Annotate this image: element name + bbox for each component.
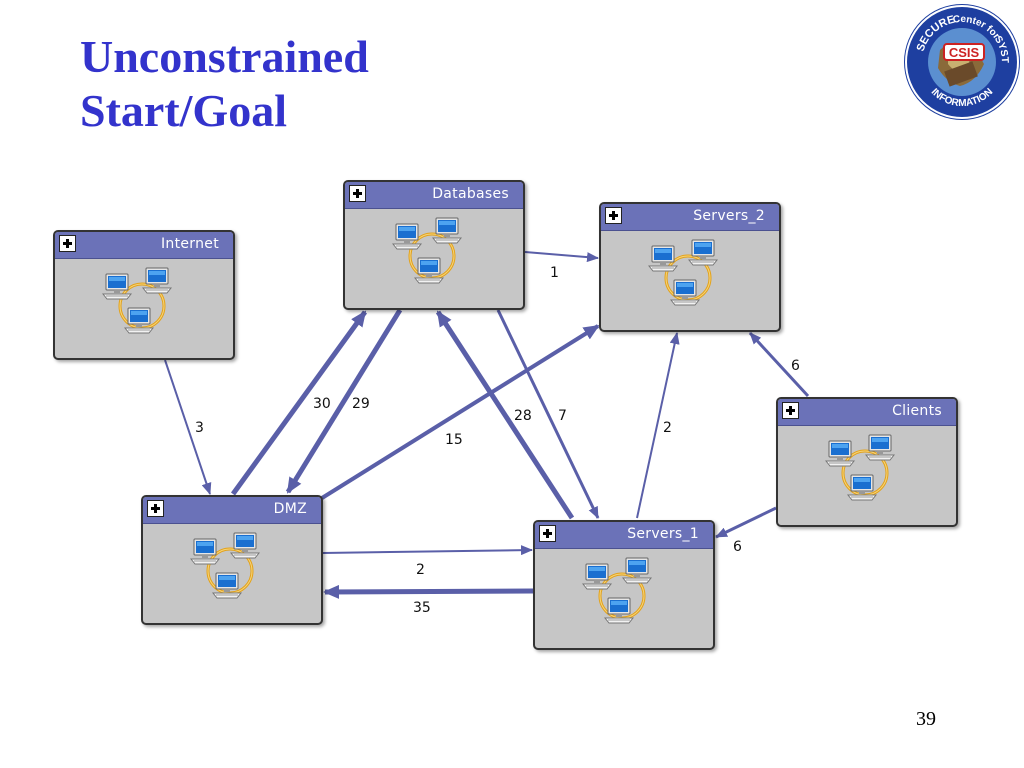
node-header: Servers_1 [535,522,713,549]
node-dmz[interactable]: DMZ [141,495,323,625]
node-label-servers1: Servers_1 [627,526,699,542]
network-icon [648,238,732,322]
page-number: 39 [916,708,936,730]
edge-label-dmz-servers1: 2 [416,562,425,578]
edge-label-servers1-servers2: 2 [663,420,672,436]
edge-databases-servers2 [524,251,599,263]
edge-label-internet-dmz: 3 [195,420,204,436]
network-icon [825,433,909,517]
node-header: Databases [345,182,523,209]
expand-icon[interactable] [147,500,164,517]
csis-logo: CSIS Center for SECURE SYSTEMS INFORMATI… [902,2,1020,120]
node-label-dmz: DMZ [273,501,307,517]
expand-icon[interactable] [59,235,76,252]
node-label-databases: Databases [432,186,509,202]
node-servers1[interactable]: Servers_1 [533,520,715,650]
edge-label-databases-servers1: 7 [558,408,567,424]
network-icon [190,531,274,615]
node-clients[interactable]: Clients [776,397,958,527]
edge-label-dmz-servers2: 15 [445,432,463,448]
slide-title-line-1: Unconstrained [80,31,369,82]
expand-icon[interactable] [782,402,799,419]
node-internet[interactable]: Internet [53,230,235,360]
expand-icon[interactable] [349,185,366,202]
edge-dmz-databases [230,310,368,496]
network-icon [392,216,476,300]
node-header: Internet [55,232,233,259]
logo-badge: CSIS [949,45,980,60]
expand-icon[interactable] [605,207,622,224]
node-header: DMZ [143,497,321,524]
edge-dmz-servers1 [322,545,533,556]
edge-servers1-databases [435,310,575,520]
edge-clients-servers2 [748,331,810,398]
node-label-internet: Internet [161,236,219,252]
slide-title-line-2: Start/Goal [80,85,287,136]
edge-servers1-dmz [323,584,534,599]
network-icon [102,266,186,350]
node-databases[interactable]: Databases [343,180,525,310]
slide-title: Unconstrained Start/Goal [80,30,369,138]
edge-clients-servers1 [715,506,777,539]
edge-label-servers1-dmz: 35 [413,600,431,616]
edge-label-dmz-databases: 30 [313,396,331,412]
edge-label-clients-servers1: 6 [733,539,742,555]
edge-label-clients-servers2: 6 [791,358,800,374]
edge-dmz-servers2 [320,324,600,500]
edge-label-databases-servers2: 1 [550,265,559,281]
edge-label-servers1-databases: 28 [514,408,532,424]
node-label-clients: Clients [892,403,942,419]
node-label-servers2: Servers_2 [693,208,765,224]
network-icon [582,556,666,640]
node-header: Servers_2 [601,204,779,231]
node-servers2[interactable]: Servers_2 [599,202,781,332]
edge-databases-servers1 [496,309,600,519]
expand-icon[interactable] [539,525,556,542]
edge-servers1-servers2 [636,332,680,519]
edge-label-databases-dmz: 29 [352,396,370,412]
edge-databases-dmz [285,308,403,494]
node-header: Clients [778,399,956,426]
edge-internet-dmz [164,359,212,495]
